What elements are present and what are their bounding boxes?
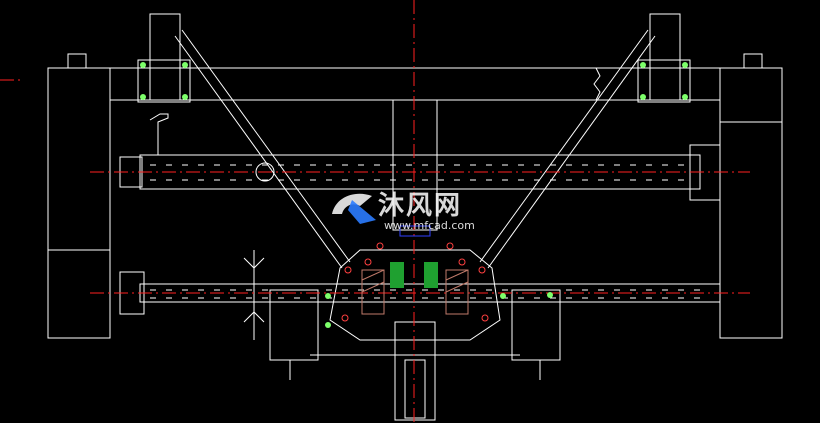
axle-dashes	[150, 164, 710, 299]
mounting-bolts	[140, 62, 688, 328]
watermark-url: www.mfcad.com	[384, 219, 475, 232]
right-wheel-block	[719, 67, 783, 339]
gear-section	[361, 225, 469, 315]
watermark-logo-icon	[332, 193, 376, 224]
centerlines	[0, 0, 750, 423]
differential-housing	[329, 249, 501, 341]
watermark-title: 沐风网	[378, 191, 462, 221]
housing-bolts	[341, 242, 489, 322]
right-top-mount	[637, 59, 691, 103]
watermark: 沐风网 www.mfcad.com	[332, 191, 475, 232]
left-top-mount	[137, 59, 191, 103]
left-wheel-block	[47, 67, 111, 339]
